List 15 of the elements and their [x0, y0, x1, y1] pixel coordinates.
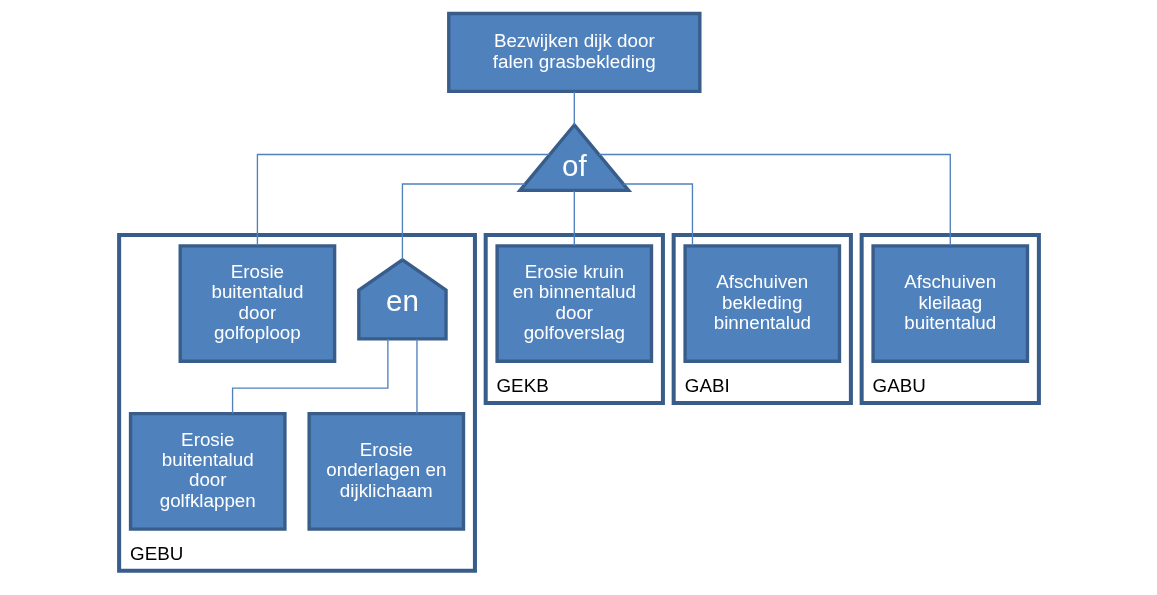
node-box: Afschuiven bekleding binnentalud	[682, 244, 841, 363]
node-box: Bezwijken dijk door falen grasbekleding	[446, 11, 702, 94]
connector	[256, 153, 550, 247]
connector	[415, 338, 418, 415]
connector	[231, 338, 389, 415]
node-box: Afschuiven kleilaag buitentalud	[870, 244, 1029, 363]
node-box: Erosie buitentalud door golfoploop	[178, 244, 336, 363]
connector	[573, 190, 575, 247]
connector	[401, 183, 526, 261]
connector	[573, 91, 575, 126]
node-box: Erosie kruin en binnentalud door golfoverslag	[494, 244, 653, 363]
connector	[597, 153, 951, 247]
connector	[622, 183, 693, 247]
node-box: Erosie buitentalud door golfklappen	[128, 411, 287, 531]
node-box: Erosie onderlagen en dijklichaam	[306, 411, 465, 531]
